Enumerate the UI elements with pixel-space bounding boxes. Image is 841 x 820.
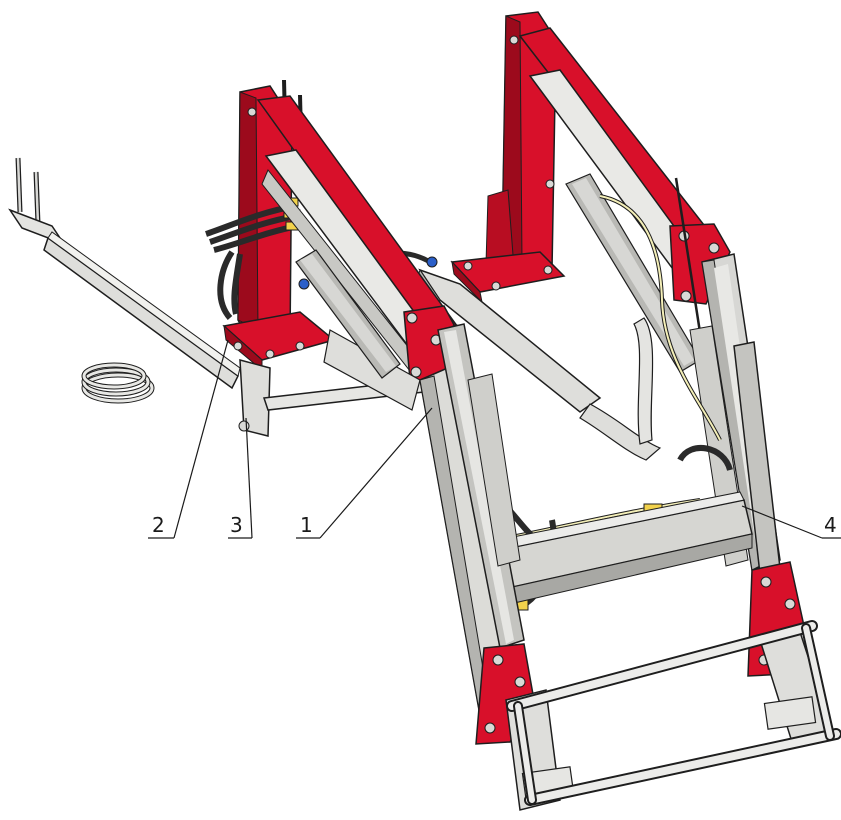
coiled-hose bbox=[81, 362, 155, 404]
left-lower-arm bbox=[419, 323, 781, 740]
callout-2-number: 2 bbox=[152, 513, 165, 537]
callout-2: 2 bbox=[148, 339, 229, 539]
callout-3: 3 bbox=[228, 417, 253, 539]
callout-3-number: 3 bbox=[230, 513, 243, 537]
lower-cross-beam bbox=[497, 491, 753, 605]
callout-4-number: 4 bbox=[824, 513, 837, 537]
auxiliary-support-bar bbox=[8, 157, 241, 390]
left-boom-arm bbox=[256, 95, 463, 411]
quick-attach-frame bbox=[505, 620, 841, 811]
callout-1: 1 bbox=[296, 407, 433, 539]
callout-4: 4 bbox=[741, 505, 841, 539]
callout-1-number: 1 bbox=[300, 513, 313, 537]
